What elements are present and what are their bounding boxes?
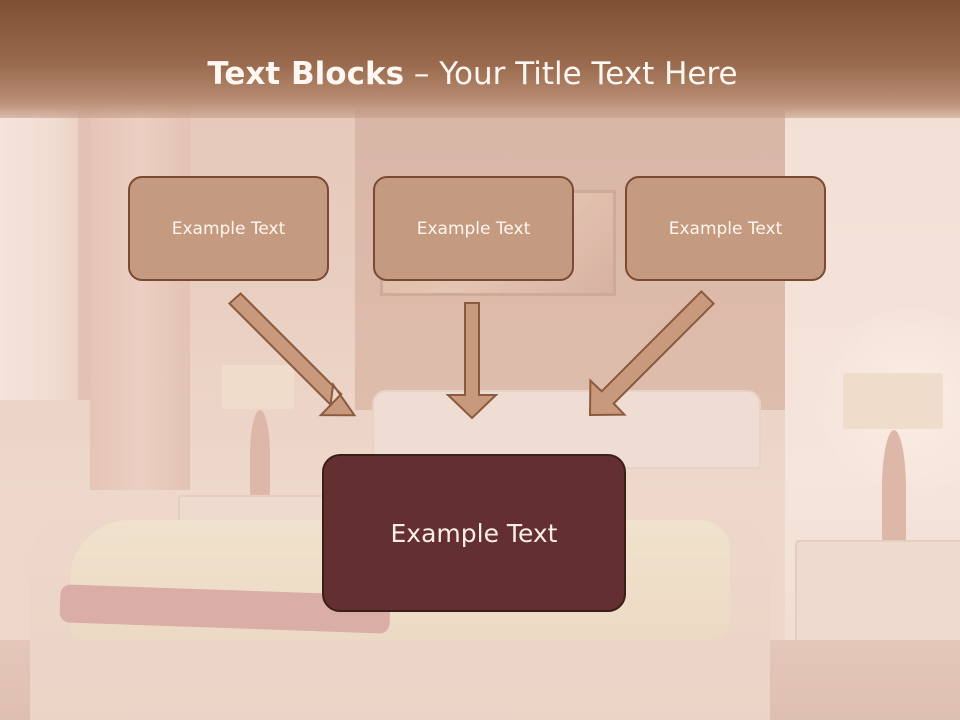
curtain	[90, 110, 190, 490]
text-block-3[interactable]: Example Text	[625, 176, 826, 281]
title-bold-part: Text Blocks	[207, 56, 405, 92]
text-block-2-label: Example Text	[416, 218, 531, 239]
left-lamp-base	[250, 410, 270, 498]
text-block-1[interactable]: Example Text	[128, 176, 329, 281]
center-text-block-label: Example Text	[390, 518, 558, 548]
text-block-3-label: Example Text	[668, 218, 783, 239]
window	[0, 110, 90, 400]
slide-title: Text Blocks – Your Title Text Here	[0, 52, 945, 96]
title-separator: –	[404, 56, 440, 92]
center-text-block[interactable]: Example Text	[322, 454, 626, 612]
text-block-1-label: Example Text	[171, 218, 286, 239]
right-lamp-shade	[843, 373, 943, 429]
title-bar	[0, 0, 960, 118]
title-rest: Your Title Text Here	[439, 56, 738, 92]
text-block-2[interactable]: Example Text	[373, 176, 574, 281]
right-lamp-base	[882, 430, 906, 548]
right-nightstand	[795, 540, 960, 644]
